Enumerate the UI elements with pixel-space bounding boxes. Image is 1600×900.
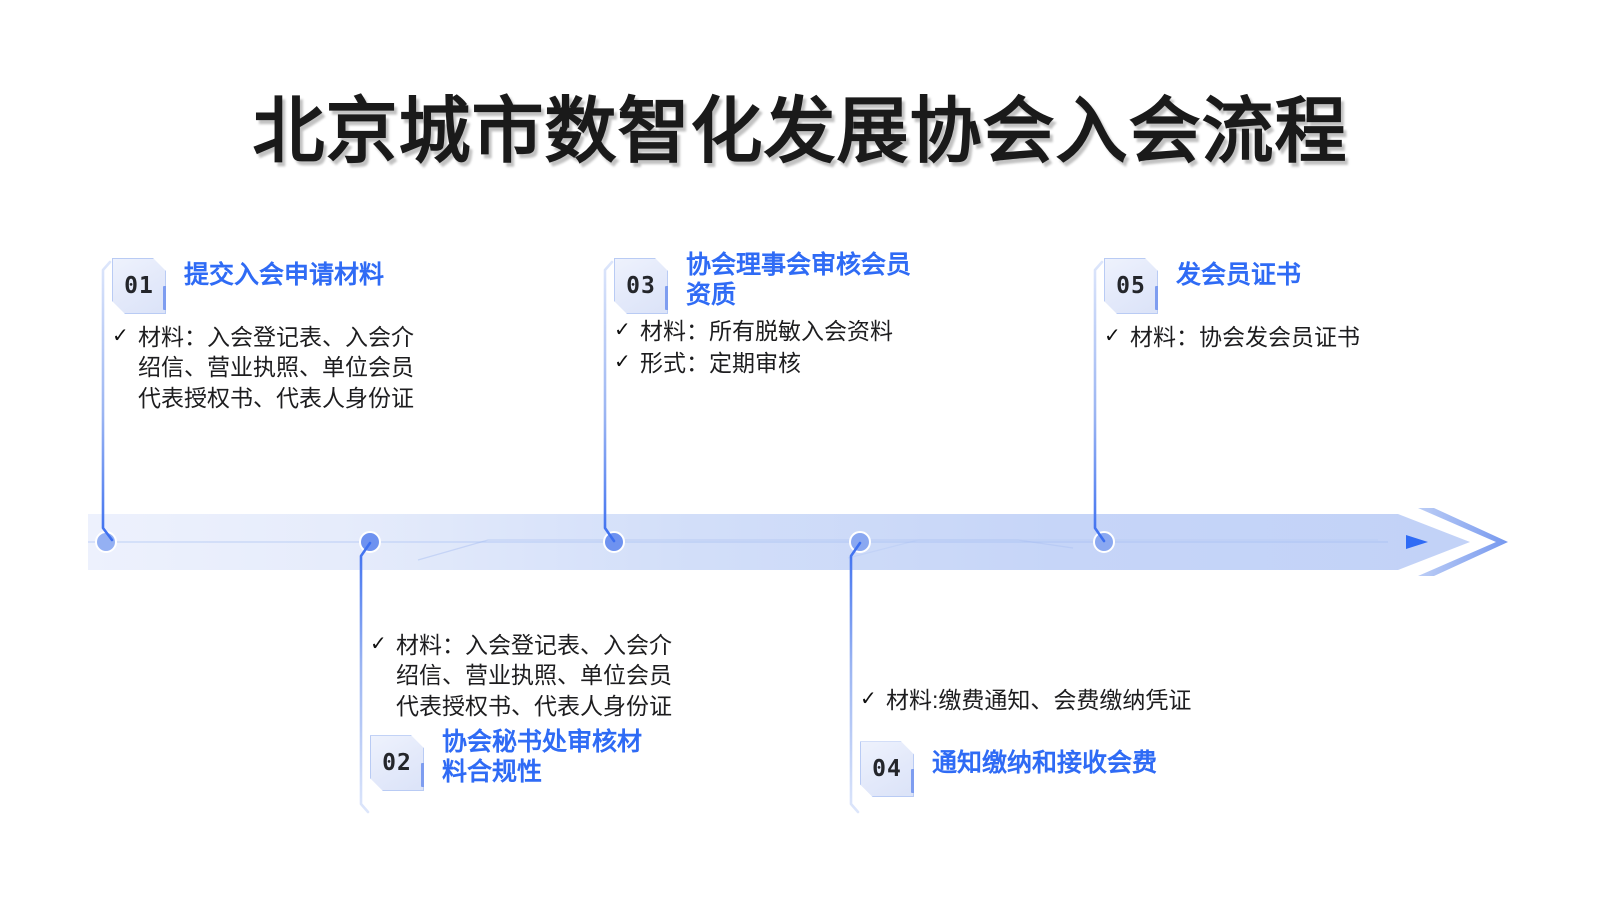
list-item: ✓ 材料:缴费通知、会费缴纳凭证 [860, 685, 1300, 715]
step-2-header: 02 协会秘书处审核材 料合规性 [370, 728, 810, 791]
bullet-text: 材料：协会发会员证书 [1130, 324, 1360, 350]
check-icon: ✓ [860, 688, 877, 710]
bullet-text: 材料：所有脱敏入会资料 [640, 318, 893, 344]
step-5-number: 05 [1116, 272, 1146, 299]
page-title: 北京城市数智化发展协会入会流程 [252, 92, 1348, 172]
step-2-bullets: ✓ 材料：入会登记表、入会介 绍信、营业执照、单位会员 代表授权书、代表人身份证 [370, 630, 810, 721]
list-item: ✓ 材料：入会登记表、入会介 绍信、营业执照、单位会员 代表授权书、代表人身份证 [112, 322, 572, 413]
step-4-number: 04 [872, 755, 902, 782]
check-icon: ✓ [614, 319, 631, 341]
bullet-text: 形式：定期审核 [640, 350, 801, 377]
bullet-text: 材料:缴费通知、会费缴纳凭证 [886, 687, 1192, 713]
list-item: ✓ 形式：定期审核 [614, 348, 1044, 378]
step-4-header: 04 通知缴纳和接收会费 [860, 741, 1300, 797]
step-3-number: 03 [626, 272, 656, 299]
step-3-title: 协会理事会审核会员 资质 [686, 251, 912, 309]
step-4-title: 通知缴纳和接收会费 [932, 749, 1158, 778]
arrow-outer-chevron [1418, 508, 1508, 576]
bullet-text: 材料：入会登记表、入会介 绍信、营业执照、单位会员 代表授权书、代表人身份证 [138, 324, 414, 411]
step-block-2[interactable]: ✓ 材料：入会登记表、入会介 绍信、营业执照、单位会员 代表授权书、代表人身份证… [370, 630, 810, 791]
step-5-bullets: ✓ 材料：协会发会员证书 [1104, 322, 1524, 352]
step-block-1[interactable]: 01 提交入会申请材料 ✓ 材料：入会登记表、入会介 绍信、营业执照、单位会员 … [112, 258, 572, 429]
arrow-right-icon [1406, 535, 1428, 549]
step-5-title: 发会员证书 [1176, 261, 1302, 289]
step-1-badge[interactable]: 01 [112, 258, 166, 314]
timeline-node-4[interactable] [849, 531, 871, 553]
bullet-text: 材料：入会登记表、入会介 绍信、营业执照、单位会员 代表授权书、代表人身份证 [396, 632, 672, 719]
step-block-4[interactable]: ✓ 材料:缴费通知、会费缴纳凭证 04 通知缴纳和接收会费 [860, 685, 1300, 797]
check-icon: ✓ [614, 351, 631, 374]
step-3-badge[interactable]: 03 [614, 258, 668, 314]
step-3-header: 03 协会理事会审核会员 资质 [614, 251, 1044, 314]
step-4-badge[interactable]: 04 [860, 741, 914, 797]
check-icon: ✓ [1104, 325, 1121, 347]
step-1-number: 01 [124, 272, 154, 299]
step-4-bullets: ✓ 材料:缴费通知、会费缴纳凭证 [860, 685, 1300, 715]
timeline-node-1[interactable] [95, 531, 117, 553]
badge-accent-bar [911, 769, 916, 793]
badge-accent-bar [1155, 286, 1160, 310]
badge-accent-bar [665, 286, 670, 310]
timeline-node-2[interactable] [359, 531, 381, 553]
step-1-bullets: ✓ 材料：入会登记表、入会介 绍信、营业执照、单位会员 代表授权书、代表人身份证 [112, 322, 572, 413]
timeline-node-3[interactable] [603, 531, 625, 553]
step-1-title: 提交入会申请材料 [184, 261, 385, 289]
step-block-3[interactable]: 03 协会理事会审核会员 资质 ✓ 材料：所有脱敏入会资料 ✓ 形式：定期审核 [614, 251, 1044, 395]
list-item: ✓ 材料：协会发会员证书 [1104, 322, 1524, 352]
bar-seam-upper [417, 539, 1074, 561]
step-5-badge[interactable]: 05 [1104, 258, 1158, 314]
step-2-number: 02 [382, 749, 412, 776]
list-item: ✓ 材料：所有脱敏入会资料 [614, 316, 1044, 346]
step-2-title: 协会秘书处审核材 料合规性 [442, 728, 643, 786]
timeline-node-5[interactable] [1093, 531, 1115, 553]
timeline-arrow-bar [88, 496, 1508, 586]
check-icon: ✓ [112, 325, 129, 347]
check-icon: ✓ [370, 633, 387, 655]
bar-seam-lower [847, 539, 1378, 559]
list-item: ✓ 材料：入会登记表、入会介 绍信、营业执照、单位会员 代表授权书、代表人身份证 [370, 630, 810, 721]
step-1-header: 01 提交入会申请材料 [112, 258, 572, 314]
badge-accent-bar [421, 763, 426, 787]
step-3-bullets: ✓ 材料：所有脱敏入会资料 ✓ 形式：定期审核 [614, 316, 1044, 379]
step-block-5[interactable]: 05 发会员证书 ✓ 材料：协会发会员证书 [1104, 258, 1524, 368]
step-5-header: 05 发会员证书 [1104, 258, 1524, 314]
badge-accent-bar [163, 286, 168, 310]
step-2-badge[interactable]: 02 [370, 735, 424, 791]
